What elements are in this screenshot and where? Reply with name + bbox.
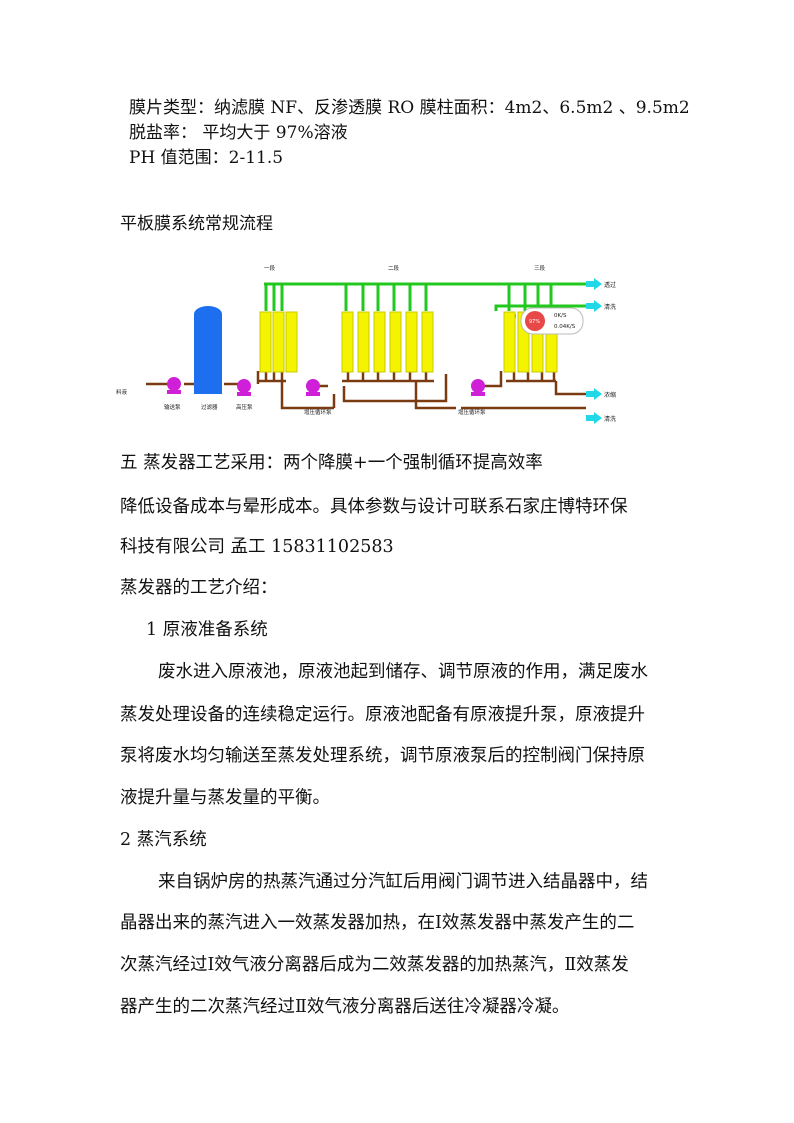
label-booster-pump-1: 增压循环泵	[304, 408, 332, 416]
transfer-pump	[167, 377, 181, 394]
high-pressure-pump	[237, 379, 251, 396]
section5-line2: 降低设备成本与晕形成本。具体参数与设计可联系石家庄博特环保	[120, 497, 628, 517]
feed-label: 料液	[116, 388, 128, 396]
output-clean-2: 清洗出	[604, 415, 616, 423]
section5-heading: 五 蒸发器工艺采用：两个降膜+一个强制循环提高效率	[120, 453, 543, 473]
filter-tank	[194, 306, 222, 394]
stage-label-1: 一段	[264, 264, 276, 272]
sub2-heading: 2 蒸汽系统	[120, 830, 207, 850]
intro-heading: 蒸发器的工艺介绍：	[120, 578, 278, 598]
section5-line3: 科技有限公司 孟工 15831102583	[120, 537, 394, 557]
stage3-columns	[503, 311, 558, 373]
sub2-line-1: 来自锅炉房的热蒸汽通过分汽缸后用阀门调节进入结晶器中，结	[158, 872, 648, 892]
gauge-value: 97%	[529, 319, 540, 325]
flow-gauge: 97% 0K/S 0.04K/S	[520, 307, 584, 335]
stage1-columns	[259, 311, 298, 373]
sub2-line-4: 器产生的二次蒸汽经过Ⅱ效气液分离器后送往冷凝器冷凝。	[120, 997, 570, 1017]
pumps	[167, 377, 485, 396]
output-arrows	[586, 278, 602, 424]
booster-pump-1	[306, 379, 320, 396]
sub2-line-2: 晶器出来的蒸汽进入一效蒸发器加热，在Ⅰ效蒸发器中蒸发产生的二	[120, 913, 635, 933]
ph-range-spec: PH 值范围：2-11.5	[129, 148, 284, 168]
output-clean-1: 清洗出	[604, 303, 616, 311]
gauge-line2: 0.04K/S	[554, 324, 576, 330]
sub1-line-4: 液提升量与蒸发量的平衡。	[120, 788, 330, 808]
stage2-columns	[341, 311, 434, 373]
sub2-line-3: 次蒸汽经过Ⅰ效气液分离器后成为二效蒸发器的加热蒸汽，Ⅱ效蒸发	[120, 955, 629, 975]
label-high-pressure-pump: 高压泵	[236, 403, 253, 411]
label-booster-pump-2: 增压循环泵	[458, 408, 486, 416]
label-filter: 过滤器	[201, 403, 218, 411]
flow-title: 平板膜系统常规流程	[120, 214, 273, 234]
booster-pump-2	[471, 379, 485, 396]
flow-diagram: 97% 0K/S 0.04K/S 一段 二段 三段 料液 输送泵 过滤器 高压泵…	[116, 264, 616, 424]
label-transfer-pump: 输送泵	[164, 403, 181, 411]
sub1-line-2: 蒸发处理设备的连续稳定运行。原液池配备有原液提升泵，原液提升	[120, 705, 645, 725]
sub1-line-3: 泵将废水均匀输送至蒸发处理系统，调节原液泵后的控制阀门保持原	[120, 746, 645, 766]
salt-rejection-spec: 脱盐率： 平均大于 97%溶液	[129, 123, 348, 143]
stage-label-3: 三段	[534, 264, 546, 272]
gauge-line1: 0K/S	[554, 313, 567, 319]
sub1-heading: 1 原液准备系统	[146, 620, 268, 640]
output-permeate: 透过出	[604, 281, 616, 289]
stage-label-2: 二段	[388, 264, 400, 272]
sub1-line-1: 废水进入原液池，原液池起到储存、调节原液的作用，满足废水	[158, 662, 648, 682]
membrane-type-spec: 膜片类型：纳滤膜 NF、反渗透膜 RO 膜柱面积：4m2、6.5m2 、9.5m…	[129, 98, 690, 118]
output-concentrate: 浓缩出	[604, 391, 616, 399]
